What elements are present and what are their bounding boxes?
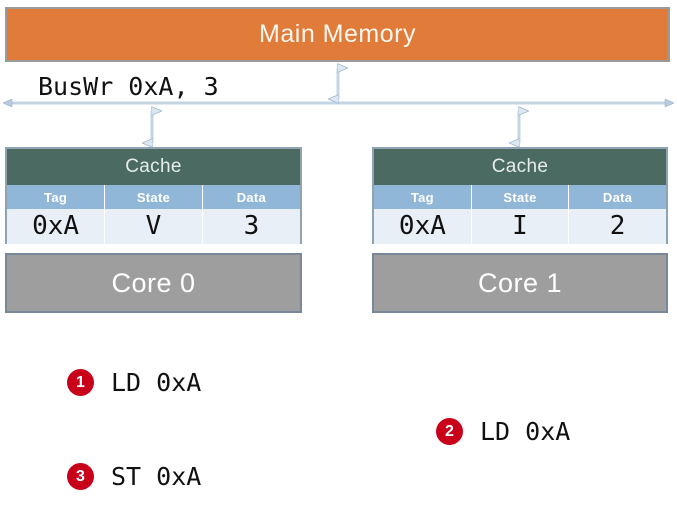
cache-header-row-core-1: Tag State Data: [374, 185, 666, 209]
core-block-0: Core 0: [5, 253, 302, 313]
cache-block-core-0: Cache Tag State Data 0xA V 3: [5, 147, 302, 244]
step-text-3: ST 0xA: [111, 462, 202, 491]
cache-table-core-1: Tag State Data 0xA I 2: [374, 185, 666, 244]
step-badge-1: 1: [67, 369, 94, 396]
core-label-1: Core 1: [477, 267, 563, 298]
instruction-step-3: 3 ST 0xA: [67, 462, 201, 491]
instruction-step-2: 2 LD 0xA: [436, 417, 570, 446]
cache-block-core-1: Cache Tag State Data 0xA I 2: [372, 147, 668, 244]
cache-title-core-1: Cache: [374, 149, 666, 185]
step-text-1: LD 0xA: [111, 368, 202, 397]
bus-operation-label: BusWr 0xA, 3: [38, 72, 219, 101]
cell-data-core-1: 2: [568, 209, 666, 244]
main-memory-label: Main Memory: [259, 20, 416, 48]
step-text-2: LD 0xA: [480, 417, 571, 446]
instruction-step-1: 1 LD 0xA: [67, 368, 201, 397]
cache-title-core-0: Cache: [7, 149, 300, 185]
cache-data-row-core-0: 0xA V 3: [7, 209, 300, 244]
cell-tag-core-1: 0xA: [374, 209, 472, 244]
cache-table-core-0: Tag State Data 0xA V 3: [7, 185, 300, 244]
cell-state-core-1: I: [470, 209, 570, 244]
cell-tag-core-0: 0xA: [7, 209, 106, 244]
cache-data-row-core-1: 0xA I 2: [374, 209, 666, 244]
cell-state-core-0: V: [104, 209, 203, 244]
cache-header-row-core-0: Tag State Data: [7, 185, 300, 209]
column-header-tag: Tag: [374, 185, 472, 209]
column-header-tag: Tag: [7, 185, 106, 209]
step-badge-2: 2: [436, 418, 463, 445]
column-header-state: State: [470, 185, 570, 209]
cell-data-core-0: 3: [201, 209, 300, 244]
column-header-data: Data: [201, 185, 300, 209]
core-label-0: Core 0: [111, 267, 196, 298]
column-header-data: Data: [568, 185, 666, 209]
step-badge-3: 3: [67, 463, 94, 490]
core-block-1: Core 1: [372, 253, 668, 313]
column-header-state: State: [104, 185, 203, 209]
main-memory-block: Main Memory: [5, 7, 670, 62]
